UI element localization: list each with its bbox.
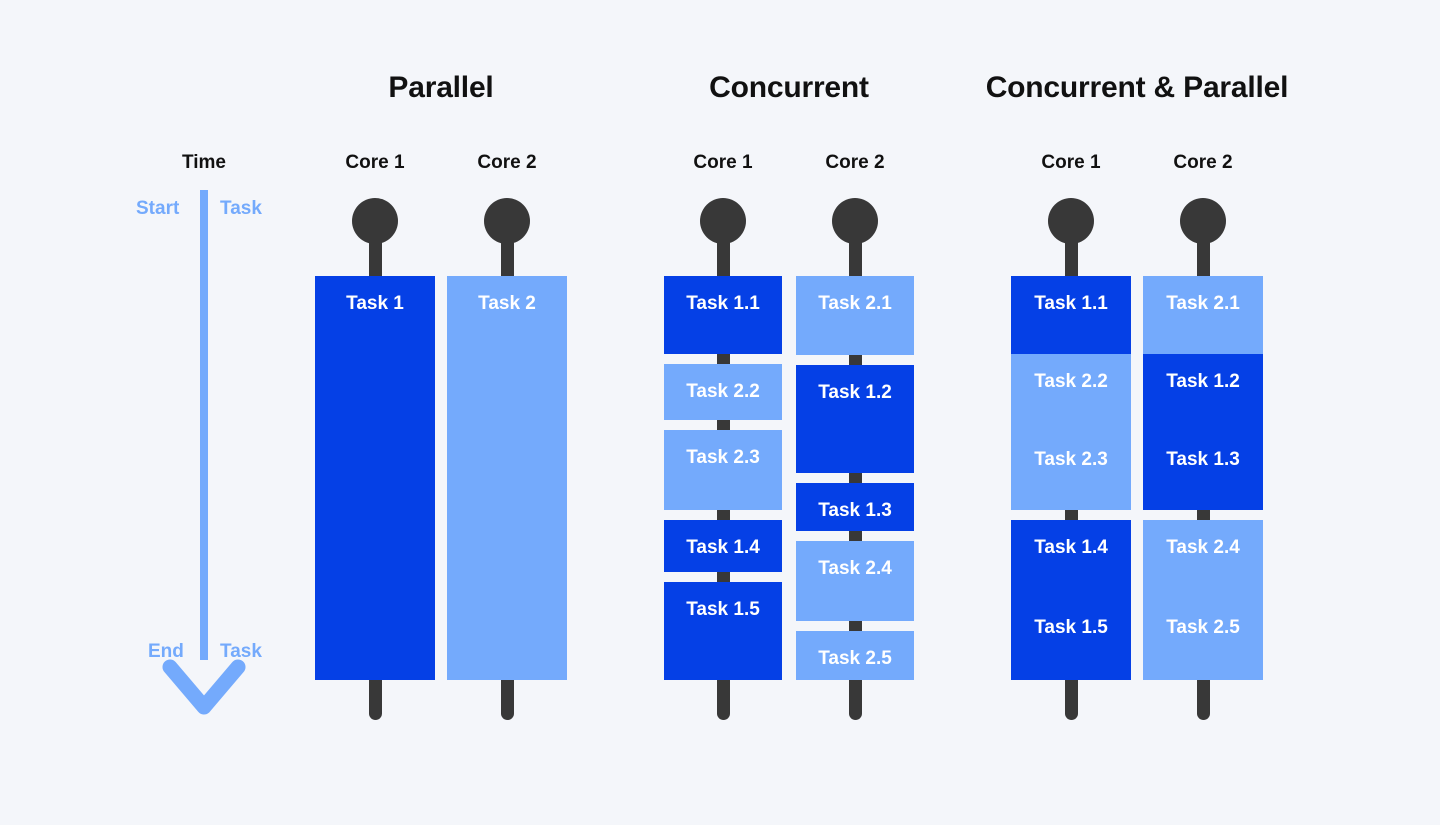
task-block-label: Task 2 [478, 293, 536, 314]
task-block-label: Task 2.1 [818, 293, 892, 314]
core-label-parallel-1: Core 1 [345, 152, 405, 173]
task-block[interactable]: Task 2.1 [1143, 276, 1263, 354]
section-title-concurrent: Concurrent [709, 71, 869, 104]
core-connector [716, 354, 730, 364]
task-block-label: Task 1.3 [818, 500, 892, 521]
task-block-label: Task 1.3 [1166, 449, 1240, 470]
timeline-bar [200, 190, 208, 660]
core-rod-top [500, 220, 514, 278]
task-block[interactable]: Task 1.4 [664, 520, 782, 572]
core-connector [848, 531, 862, 541]
core-connector [716, 510, 730, 520]
core-track-parallel-1: Core 1 Task 1 [315, 0, 435, 825]
task-block[interactable]: Task 1.3 [796, 483, 914, 531]
task-block-label: Task 2.2 [1034, 371, 1108, 392]
task-block[interactable]: Task 2.5 [1143, 600, 1263, 680]
task-block-label: Task 1.1 [686, 293, 760, 314]
core-rod-bottom [500, 678, 514, 720]
time-axis-label: Time [181, 152, 227, 173]
section-title-concurrent-parallel: Concurrent & Parallel [985, 71, 1289, 104]
task-block-label: Task 1.5 [686, 599, 760, 620]
task-block-label: Task 2.4 [1166, 537, 1240, 558]
task-block-label: Task 1.4 [1034, 537, 1108, 558]
task-block-label: Task 1.2 [1166, 371, 1240, 392]
task-block[interactable]: Task 1.4 [1011, 520, 1131, 600]
task-block-label: Task 1.4 [686, 537, 760, 558]
core-rod-top [716, 220, 730, 278]
core-rod-top [848, 220, 862, 278]
task-block[interactable]: Task 1.3 [1143, 432, 1263, 510]
task-block-label: Task 2.2 [686, 381, 760, 402]
core-rod-bottom [368, 678, 382, 720]
task-block[interactable]: Task 2.3 [664, 430, 782, 510]
core-label-parallel-2: Core 2 [477, 152, 537, 173]
task-block[interactable]: Task 1.2 [796, 365, 914, 473]
task-block-label: Task 2.5 [818, 648, 892, 669]
core-label-concurrent-parallel-1: Core 1 [1041, 152, 1101, 173]
core-rod-top [368, 220, 382, 278]
timeline-arrow-icon [162, 659, 246, 715]
task-block[interactable]: Task 2 [447, 276, 567, 680]
task-block-label: Task 2.5 [1166, 617, 1240, 638]
timeline-end-label: End [148, 641, 184, 662]
timeline-task-label-top: Task [220, 198, 262, 219]
task-block[interactable]: Task 1.5 [1011, 600, 1131, 680]
task-block[interactable]: Task 2.2 [1011, 354, 1131, 432]
task-block[interactable]: Task 1.5 [664, 582, 782, 680]
task-block[interactable]: Task 1.1 [1011, 276, 1131, 354]
core-connector [1196, 510, 1210, 520]
core-connector [848, 355, 862, 365]
task-block-label: Task 1.5 [1034, 617, 1108, 638]
core-connector [848, 473, 862, 483]
core-label-concurrent-2: Core 2 [825, 152, 885, 173]
core-label-concurrent-1: Core 1 [693, 152, 753, 173]
task-block[interactable]: Task 1.2 [1143, 354, 1263, 432]
core-connector [1064, 510, 1078, 520]
core-connector [716, 572, 730, 582]
task-block[interactable]: Task 2.4 [796, 541, 914, 621]
core-rod-bottom [1064, 678, 1078, 720]
task-block[interactable]: Task 2.1 [796, 276, 914, 355]
core-rod-bottom [848, 678, 862, 720]
task-block-label: Task 2.3 [686, 447, 760, 468]
task-block[interactable]: Task 1.1 [664, 276, 782, 354]
core-connector [848, 621, 862, 631]
task-block-label: Task 1 [346, 293, 404, 314]
task-block-label: Task 1.2 [818, 382, 892, 403]
task-block[interactable]: Task 2.4 [1143, 520, 1263, 600]
task-block-label: Task 2.4 [818, 558, 892, 579]
core-rod-top [1196, 220, 1210, 278]
core-rod-top [1064, 220, 1078, 278]
core-rod-bottom [1196, 678, 1210, 720]
timeline-start-label: Start [136, 198, 180, 219]
task-block[interactable]: Task 1 [315, 276, 435, 680]
core-track-parallel-2: Core 2 Task 2 [447, 0, 567, 825]
task-block-label: Task 2.3 [1034, 449, 1108, 470]
section-title-parallel: Parallel [388, 71, 494, 104]
timeline-task-label-bottom: Task [220, 641, 262, 662]
task-block-label: Task 1.1 [1034, 293, 1108, 314]
task-block-label: Task 2.1 [1166, 293, 1240, 314]
core-label-concurrent-parallel-2: Core 2 [1173, 152, 1233, 173]
task-block[interactable]: Task 2.5 [796, 631, 914, 680]
task-block[interactable]: Task 2.2 [664, 364, 782, 420]
task-block[interactable]: Task 2.3 [1011, 432, 1131, 510]
core-connector [716, 420, 730, 430]
core-rod-bottom [716, 678, 730, 720]
